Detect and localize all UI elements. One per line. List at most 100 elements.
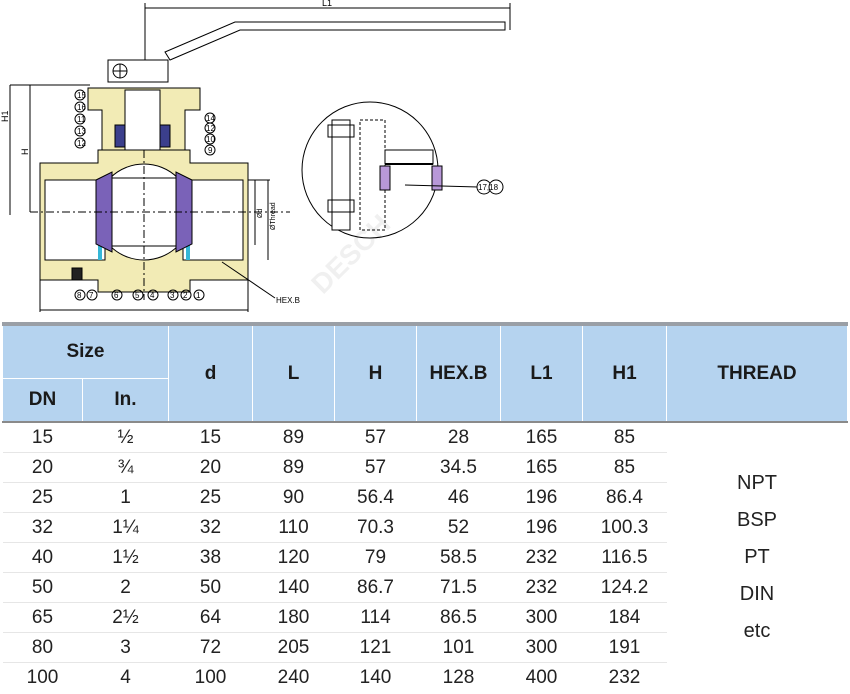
dim-label-d: Ød xyxy=(257,209,264,218)
table-cell: 38 xyxy=(168,542,253,573)
svg-text:14: 14 xyxy=(206,114,215,123)
table-cell: 128 xyxy=(416,662,501,692)
svg-text:3: 3 xyxy=(170,291,175,300)
table-cell: 57 xyxy=(334,452,417,483)
svg-text:5: 5 xyxy=(135,291,140,300)
header-thread: THREAD xyxy=(666,322,848,422)
table-cell: 165 xyxy=(500,421,583,453)
table-cell: 57 xyxy=(334,421,417,453)
table-cell: 240 xyxy=(252,662,335,692)
table-cell: 50 xyxy=(2,572,83,603)
thread-type: DIN xyxy=(739,583,775,605)
dim-label-h: H xyxy=(20,149,30,156)
table-cell: 2½ xyxy=(82,602,169,633)
table-cell: 15 xyxy=(168,421,253,453)
table-cell: 232 xyxy=(582,662,667,692)
table-cell: 89 xyxy=(252,421,335,453)
table-cell: 120 xyxy=(252,542,335,573)
table-cell: 1¼ xyxy=(82,512,169,543)
table-cell: 34.5 xyxy=(416,452,501,483)
svg-text:13: 13 xyxy=(77,127,86,136)
table-cell: 300 xyxy=(500,602,583,633)
table-cell: 64 xyxy=(168,602,253,633)
dim-label-thread: ØThread xyxy=(270,202,277,230)
table-cell: 4 xyxy=(82,662,169,692)
header-h: H xyxy=(334,322,417,422)
detail-callout: 17,18 xyxy=(478,183,499,192)
thread-type: PT xyxy=(744,546,770,568)
table-cell: 80 xyxy=(2,632,83,663)
table-cell: 28 xyxy=(416,421,501,453)
header-hexb: HEX.B xyxy=(416,322,501,422)
svg-text:6: 6 xyxy=(114,291,119,300)
header-size: Size xyxy=(2,322,169,379)
table-cell: 79 xyxy=(334,542,417,573)
table-cell: 165 xyxy=(500,452,583,483)
table-cell: 121 xyxy=(334,632,417,663)
table-cell: 180 xyxy=(252,602,335,633)
table-cell: 25 xyxy=(2,482,83,513)
header-h1: H1 xyxy=(582,322,667,422)
table-cell: 100 xyxy=(2,662,83,692)
table-cell: 89 xyxy=(252,452,335,483)
table-cell: 25 xyxy=(168,482,253,513)
table-cell: 232 xyxy=(500,542,583,573)
table-cell: ½ xyxy=(82,421,169,453)
thread-type: NPT xyxy=(737,472,777,494)
table-cell: 191 xyxy=(582,632,667,663)
table-cell: 40 xyxy=(2,542,83,573)
table-cell: ¾ xyxy=(82,452,169,483)
svg-text:8: 8 xyxy=(77,291,82,300)
table-cell: 114 xyxy=(334,602,417,633)
table-cell: 52 xyxy=(416,512,501,543)
table-cell: 58.5 xyxy=(416,542,501,573)
table-cell: 100.3 xyxy=(582,512,667,543)
table-cell: 72 xyxy=(168,632,253,663)
table-cell: 140 xyxy=(252,572,335,603)
svg-text:2: 2 xyxy=(183,291,188,300)
table-cell: 86.5 xyxy=(416,602,501,633)
table-cell: 65 xyxy=(2,602,83,633)
table-cell: 100 xyxy=(168,662,253,692)
table-cell: 56.4 xyxy=(334,482,417,513)
table-cell: 46 xyxy=(416,482,501,513)
table-cell: 70.3 xyxy=(334,512,417,543)
header-l1: L1 xyxy=(500,322,583,422)
table-cell: 232 xyxy=(500,572,583,603)
table-cell: 15 xyxy=(2,421,83,453)
table-cell: 400 xyxy=(500,662,583,692)
table-cell: 196 xyxy=(500,482,583,513)
table-cell: 20 xyxy=(168,452,253,483)
svg-text:11: 11 xyxy=(77,115,86,124)
dim-label-hexb: HEX.B xyxy=(276,296,300,305)
table-cell: 85 xyxy=(582,421,667,453)
header-d: d xyxy=(168,322,253,422)
table-cell: 86.7 xyxy=(334,572,417,603)
svg-text:1: 1 xyxy=(196,291,201,300)
table-cell: 50 xyxy=(168,572,253,603)
table-cell: 20 xyxy=(2,452,83,483)
ball-valve-technical-drawing: 15 16 11 13 12 14 12 10 9 8 7 6 5 4 3 2 … xyxy=(0,0,511,312)
handle-lever xyxy=(164,21,506,61)
svg-text:7: 7 xyxy=(89,291,94,300)
header-inch: In. xyxy=(82,378,169,422)
table-cell: 184 xyxy=(582,602,667,633)
table-cell: 300 xyxy=(500,632,583,663)
table-cell: 2 xyxy=(82,572,169,603)
dim-label-h1: H1 xyxy=(0,110,10,122)
table-cell: 1 xyxy=(82,482,169,513)
callouts-bottom: 8 7 6 5 4 3 2 1 xyxy=(74,289,205,301)
svg-text:12: 12 xyxy=(77,139,86,148)
table-cell: 1½ xyxy=(82,542,169,573)
svg-text:4: 4 xyxy=(150,291,155,300)
